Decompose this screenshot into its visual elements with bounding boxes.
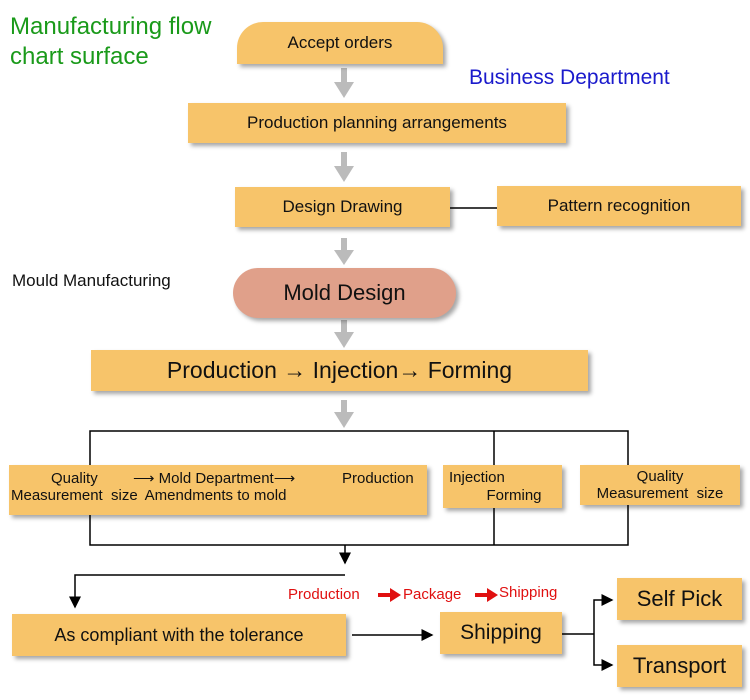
flow-package-label: Package bbox=[403, 586, 462, 603]
production-injection-forming-text: Production → Injection→ Forming bbox=[166, 357, 513, 384]
gray-arrows bbox=[334, 68, 354, 428]
mould-manufacturing-label: Mould Manufacturing bbox=[12, 271, 171, 290]
as-compliant-text: As compliant with the tolerance bbox=[54, 624, 304, 645]
gray-arrow-4 bbox=[334, 320, 354, 348]
quality-mold-part3: Production bbox=[342, 470, 414, 487]
production-planning-text: Production planning arrangements bbox=[247, 113, 507, 133]
quality-measurement-size-node: Quality Measurement size bbox=[580, 465, 740, 505]
page-title: Manufacturing flow chart surface bbox=[10, 13, 212, 70]
transport-node: Transport bbox=[617, 645, 742, 687]
gray-arrow-1 bbox=[334, 68, 354, 98]
as-compliant-node: As compliant with the tolerance bbox=[12, 614, 346, 656]
shipping-node: Shipping bbox=[440, 612, 562, 654]
red-arrow-2 bbox=[475, 588, 498, 602]
business-department-label: Business Department bbox=[469, 66, 670, 89]
flow-shipping-label: Shipping bbox=[499, 584, 558, 601]
arrow-to-self-pick bbox=[593, 594, 614, 634]
red-arrow-1 bbox=[378, 588, 401, 602]
pattern-recognition-text: Pattern recognition bbox=[547, 196, 691, 216]
red-arrows bbox=[378, 588, 498, 602]
shipping-text: Shipping bbox=[460, 620, 542, 644]
arrow-to-compliant bbox=[69, 574, 345, 609]
transport-text: Transport bbox=[632, 653, 727, 679]
quality-measurement-size-text: Quality Measurement size bbox=[596, 467, 724, 502]
injection-forming-node: Injection Forming bbox=[443, 465, 562, 508]
quality-mold-part2: ⟶ Mold Department⟶ Amendments to mold bbox=[133, 470, 296, 505]
gray-arrow-5 bbox=[334, 400, 354, 428]
mold-design-node: Mold Design bbox=[233, 268, 456, 318]
self-pick-node: Self Pick bbox=[617, 578, 742, 620]
quality-mold-part1: Quality Measurement size bbox=[11, 470, 138, 505]
gray-arrow-3 bbox=[334, 238, 354, 265]
flow-production-label: Production bbox=[288, 586, 360, 603]
bottom-bracket bbox=[89, 505, 629, 546]
quality-mold-department-node: Quality Measurement size ⟶ Mold Departme… bbox=[9, 465, 427, 515]
pattern-recognition-node: Pattern recognition bbox=[497, 186, 741, 226]
injection-forming-text: Injection Forming bbox=[449, 469, 542, 504]
accept-orders-node: Accept orders bbox=[237, 22, 443, 64]
gray-arrow-2 bbox=[334, 152, 354, 182]
mold-design-text: Mold Design bbox=[283, 280, 406, 306]
arrow-to-transport bbox=[593, 634, 614, 671]
accept-orders-text: Accept orders bbox=[287, 33, 393, 53]
production-injection-forming-node: Production → Injection→ Forming bbox=[91, 350, 588, 391]
top-bracket bbox=[89, 430, 629, 465]
self-pick-text: Self Pick bbox=[636, 586, 723, 612]
production-planning-node: Production planning arrangements bbox=[188, 103, 566, 143]
design-drawing-text: Design Drawing bbox=[282, 197, 403, 217]
design-drawing-node: Design Drawing bbox=[235, 187, 450, 227]
